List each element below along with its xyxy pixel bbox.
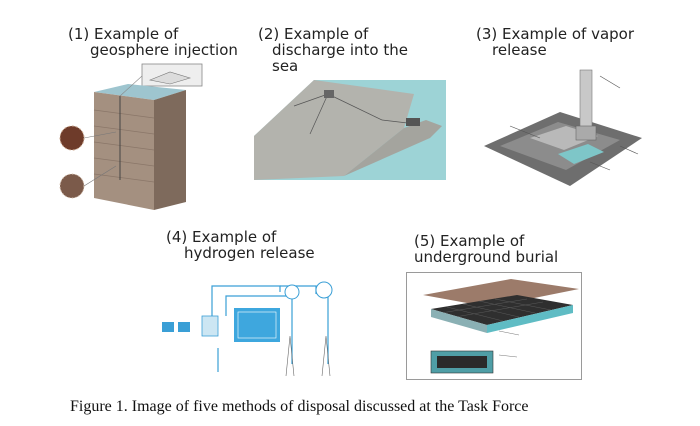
figure-caption: Figure 1. Image of five methods of dispo… — [70, 398, 529, 416]
panel-2-title-line3: sea — [258, 58, 408, 74]
panel-3-title: (3) Example of vapor release — [476, 26, 634, 58]
panel-1-title-line1: (1) Example of — [68, 26, 238, 42]
panel-4-title: (4) Example of hydrogen release — [166, 229, 315, 261]
panel-2-title: (2) Example of discharge into the sea — [258, 26, 408, 74]
panel-4-title-line1: (4) Example of — [166, 229, 315, 245]
vapor-release-illustration — [470, 66, 650, 194]
panel-5-title-line2: underground burial — [414, 249, 558, 265]
panel-1-title-line2: geosphere injection — [68, 42, 238, 58]
panel-3-title-line2: release — [476, 42, 634, 58]
sea-discharge-illustration — [254, 76, 446, 180]
underground-burial-illustration — [407, 273, 581, 379]
geosphere-injection-illustration — [58, 62, 208, 214]
panel-2-title-line2: discharge into the — [258, 42, 408, 58]
panel-1-title: (1) Example of geosphere injection — [68, 26, 238, 58]
panel-4-title-line2: hydrogen release — [166, 245, 315, 261]
panel-5-title: (5) Example of underground burial — [414, 233, 558, 265]
panel-3-title-line1: (3) Example of vapor — [476, 26, 634, 42]
panel-5-title-line1: (5) Example of — [414, 233, 558, 249]
panel-2-title-line1: (2) Example of — [258, 26, 408, 42]
hydrogen-release-illustration — [160, 268, 350, 378]
